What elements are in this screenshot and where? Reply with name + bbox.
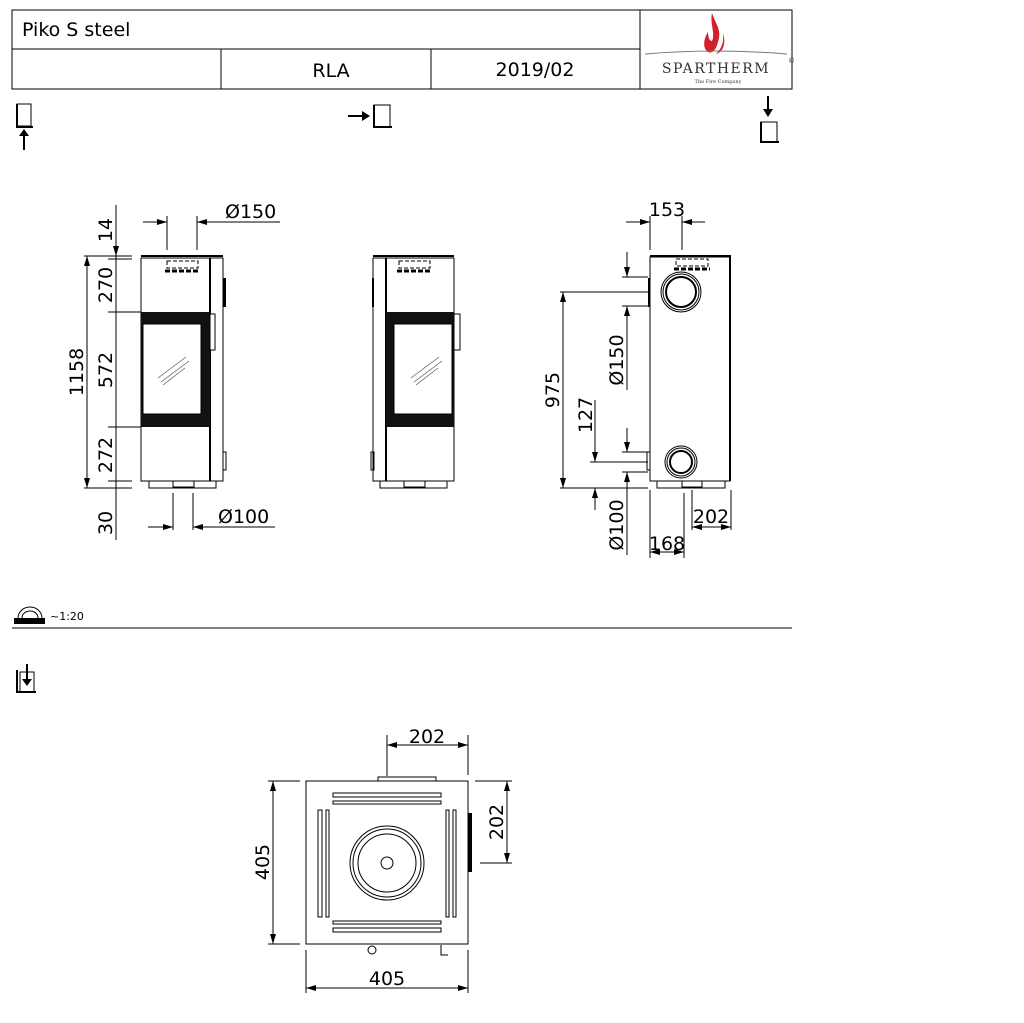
spartherm-logo: SPARTHERM ® The Fire Company	[644, 13, 795, 85]
dim-window: 572	[95, 352, 117, 388]
dim-air-height: 127	[575, 397, 597, 433]
dim-top-gap: 14	[95, 218, 117, 242]
side-view-icon	[348, 104, 392, 128]
dim-flue-diameter: Ø150	[225, 201, 276, 223]
dim-air-diameter: Ø100	[218, 506, 269, 528]
dim-top-section: 270	[95, 267, 117, 303]
dim-flue-side-diameter: Ø150	[606, 334, 628, 385]
dim-flue-offset: 153	[649, 199, 685, 221]
scale-label: ~1:20	[50, 610, 84, 623]
front-view: 14 270 572 272 30 1158 Ø150 Ø100	[66, 201, 280, 540]
dim-flue-x: 202	[409, 726, 445, 748]
side-view: 153 Ø150 975 127 Ø100 202 168	[542, 199, 732, 558]
top-view: 202 202 405 405	[252, 726, 512, 993]
rear-view	[370, 255, 461, 489]
dim-total-height: 1158	[66, 348, 88, 396]
dim-air-from-back: 202	[693, 506, 729, 528]
title-block: Piko S steel RLA 2019/02 SPARTHERM ® The…	[11, 9, 795, 90]
top-view-icon	[16, 664, 36, 693]
dim-depth: 405	[252, 844, 274, 880]
dim-flue-y: 202	[486, 804, 508, 840]
logo-text: SPARTHERM	[662, 61, 770, 77]
front-view-icon	[16, 103, 33, 150]
back-view-icon	[760, 96, 779, 143]
logo-tagline: The Fire Company	[695, 79, 742, 85]
svg-text:®: ®	[788, 57, 795, 65]
product-name: Piko S steel	[22, 19, 130, 41]
dim-air-depth: 168	[649, 533, 685, 555]
variant-code: RLA	[312, 60, 349, 82]
dim-width: 405	[369, 968, 405, 990]
dim-base: 30	[95, 511, 117, 535]
dim-air-side-diameter: Ø100	[606, 499, 628, 550]
dim-bottom-section: 272	[95, 437, 117, 473]
scale-indicator: ~1:20	[14, 606, 84, 624]
dim-flue-height: 975	[542, 372, 564, 408]
revision-date: 2019/02	[496, 59, 575, 81]
